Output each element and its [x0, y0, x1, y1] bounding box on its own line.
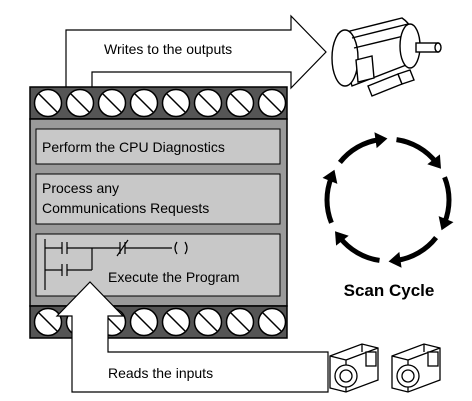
cpu-diagnostics-panel: [35, 128, 281, 165]
inputs-arrow: [55, 281, 329, 393]
outputs-arrow: [65, 14, 327, 91]
top-terminal-screw: [33, 88, 63, 118]
scan-cycle-arrow-segment: [388, 235, 439, 268]
inputs-arrow-label: Reads the inputs: [108, 365, 213, 381]
scan-cycle-arrows: [322, 132, 454, 268]
bottom-terminal-screw: [33, 307, 63, 337]
scan-cycle-arrow-segment: [335, 231, 380, 263]
bottom-terminal-screw: [193, 307, 223, 337]
top-terminal-screw: [65, 88, 95, 118]
top-terminal-screw: [129, 88, 159, 118]
cpu-diagnostics-text: Perform the CPU Diagnostics: [42, 139, 225, 155]
pushbutton-icon: [329, 343, 441, 393]
communications-text-line1: Process any: [42, 180, 119, 196]
outputs-arrow-label: Writes to the outputs: [104, 41, 232, 57]
top-terminals: [33, 88, 287, 118]
scan-cycle-label: Scan Cycle: [344, 281, 435, 300]
scan-cycle-arrow-segment: [396, 137, 441, 169]
bottom-terminal-screw: [129, 307, 159, 337]
top-terminal-screw: [193, 88, 223, 118]
bottom-terminal-screw: [257, 307, 287, 337]
bottom-terminal-screw: [161, 307, 191, 337]
motor-icon: [331, 17, 442, 97]
scan-cycle-arrow-segment: [322, 169, 338, 224]
execute-program-text: Execute the Program: [108, 269, 240, 285]
top-terminal-screw: [225, 88, 255, 118]
bottom-terminal-screw: [225, 307, 255, 337]
pushbutton-right: [391, 343, 441, 393]
ladder-logic-icon: [44, 239, 188, 290]
scan-cycle-arrow-segment: [337, 132, 388, 165]
pushbutton-left: [329, 343, 379, 393]
execute-program-panel: [35, 233, 281, 297]
top-terminal-screw: [97, 88, 127, 118]
communications-panel: [35, 173, 281, 225]
top-terminal-screw: [161, 88, 191, 118]
communications-text-line2: Communications Requests: [42, 200, 209, 216]
plc-unit: Perform the CPU Diagnostics Process any …: [29, 86, 288, 339]
scan-cycle-arrow-segment: [438, 176, 454, 231]
top-terminal-screw: [257, 88, 287, 118]
